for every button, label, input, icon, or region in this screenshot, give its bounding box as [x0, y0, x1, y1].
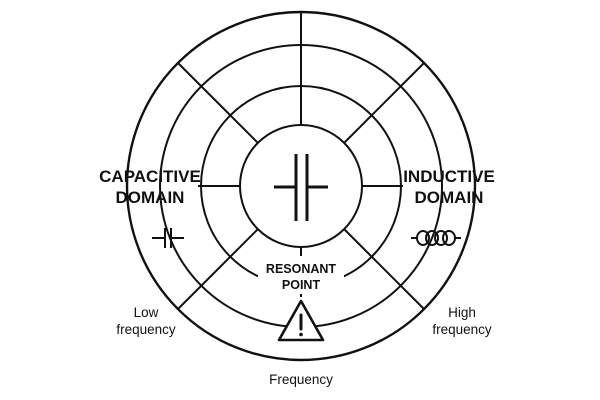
high-frequency-label: High frequency	[412, 304, 512, 338]
low-frequency-line2: frequency	[116, 322, 176, 337]
resonant-label-line2: POINT	[281, 278, 321, 292]
inner-ring	[239, 124, 363, 248]
spoke-lower-left	[177, 228, 259, 310]
warning-triangle-icon	[277, 299, 325, 342]
capacitive-label-line1: CAPACITIVE	[99, 167, 201, 186]
inductive-domain-label: INDUCTIVE DOMAIN	[394, 166, 504, 208]
capacitor-icon	[152, 228, 184, 248]
high-frequency-line2: frequency	[432, 322, 492, 337]
low-frequency-line1: Low	[133, 305, 159, 320]
inductive-label-line1: INDUCTIVE	[403, 167, 495, 186]
frequency-label: Frequency	[269, 372, 333, 387]
spoke-upper-right	[343, 62, 425, 144]
capacitive-label-line2: DOMAIN	[115, 188, 185, 207]
spoke-lower-right	[343, 228, 425, 310]
capacitive-domain-label: CAPACITIVE DOMAIN	[78, 166, 222, 208]
inductive-label-line2: DOMAIN	[414, 188, 484, 207]
high-frequency-line1: High	[448, 305, 476, 320]
capacitor-icon	[274, 154, 328, 221]
resonant-point-label: RESONANT POINT	[251, 261, 351, 293]
resonant-label-backdrop	[258, 256, 344, 294]
inductor-coil-icon	[411, 230, 461, 246]
low-frequency-label: Low frequency	[96, 304, 196, 338]
spoke-upper-left	[177, 62, 259, 144]
resonant-label-line1: RESONANT	[265, 262, 337, 276]
